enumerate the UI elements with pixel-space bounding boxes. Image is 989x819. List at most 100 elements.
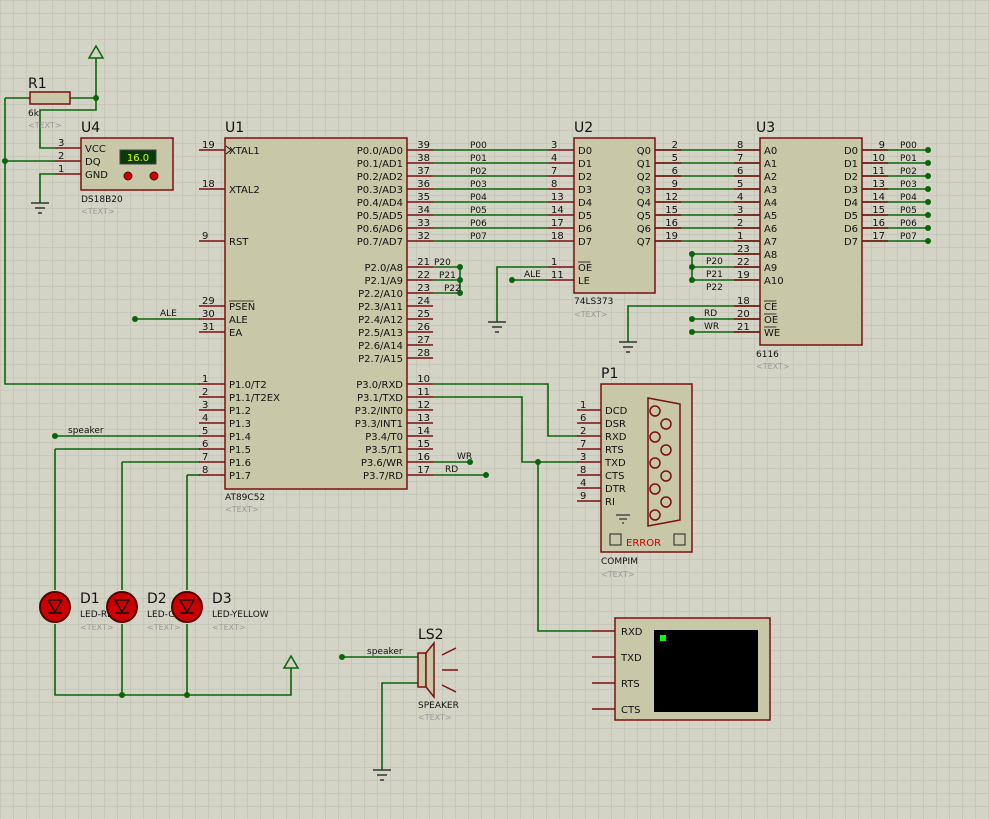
u1-pin-3[interactable]: 3P1.2 bbox=[199, 400, 251, 417]
serial-port-p1[interactable]: P1 ERROR COMPIM <TEXT> 1DCD6DSR2RXD7RTS3… bbox=[577, 366, 693, 579]
u1-pin-5[interactable]: 5P1.4 bbox=[199, 426, 251, 443]
u2-pin-1[interactable]: 1OE bbox=[548, 257, 592, 274]
resistor-r1[interactable]: R1 6k <TEXT> bbox=[28, 76, 71, 130]
terminal-pin-rts[interactable]: RTS bbox=[592, 679, 640, 690]
u3-pin-9[interactable]: 9D0 bbox=[844, 140, 888, 157]
u1-pin-1[interactable]: 1P1.0/T2 bbox=[199, 374, 267, 391]
u4-up-button[interactable] bbox=[149, 171, 159, 181]
u2-pin-6[interactable]: 6Q2 bbox=[637, 166, 681, 183]
u2-pin-5[interactable]: 5Q1 bbox=[637, 153, 681, 170]
u1-pin-6[interactable]: 6P1.5 bbox=[199, 439, 251, 456]
speaker-ls2[interactable]: LS2 SPEAKER <TEXT> bbox=[417, 627, 459, 722]
terminal-pin-cts[interactable]: CTS bbox=[592, 705, 640, 716]
u1-pin-7[interactable]: 7P1.6 bbox=[199, 452, 251, 469]
u2-pin-8[interactable]: 8D3 bbox=[548, 179, 592, 196]
terminal-pin-rxd[interactable]: RXD bbox=[592, 627, 643, 638]
u3-pin-3[interactable]: 3A5 bbox=[734, 205, 777, 222]
p1-pin-9[interactable]: 9RI bbox=[577, 491, 615, 508]
u2-pin-9[interactable]: 9Q3 bbox=[637, 179, 681, 196]
u3-pin-5[interactable]: 5A3 bbox=[734, 179, 777, 196]
terminal-screen[interactable] bbox=[654, 630, 758, 712]
u4-down-button[interactable] bbox=[123, 171, 133, 181]
u3-pin-1[interactable]: 1A7 bbox=[734, 231, 777, 248]
u2-pin-4[interactable]: 4D1 bbox=[548, 153, 592, 170]
u2-pin-3[interactable]: 3D0 bbox=[548, 140, 592, 157]
u2-pin-7[interactable]: 7D2 bbox=[548, 166, 592, 183]
u3-pin-8[interactable]: 8A0 bbox=[734, 140, 777, 157]
virtual-terminal[interactable]: RXD TXD RTS CTS bbox=[592, 617, 771, 721]
u2-pin-2[interactable]: 2Q0 bbox=[637, 140, 681, 157]
u3-pin-4[interactable]: 4A4 bbox=[734, 192, 777, 209]
mcu-u1[interactable]: U1 AT89C52 <TEXT> 19XTAL118XTAL29RST29PS… bbox=[199, 120, 433, 514]
u1-pin-2[interactable]: 2P1.1/T2EX bbox=[199, 387, 280, 404]
u3-pin-2[interactable]: 2A6 bbox=[734, 218, 777, 235]
sram-u3[interactable]: U3 6116 <TEXT> 8A07A16A25A34A43A52A61A72… bbox=[734, 120, 888, 371]
terminal-pin-txd[interactable]: TXD bbox=[592, 653, 642, 664]
u3-pin-6[interactable]: 6A2 bbox=[734, 166, 777, 183]
u4-pin-2[interactable]: 2DQ bbox=[55, 151, 101, 168]
